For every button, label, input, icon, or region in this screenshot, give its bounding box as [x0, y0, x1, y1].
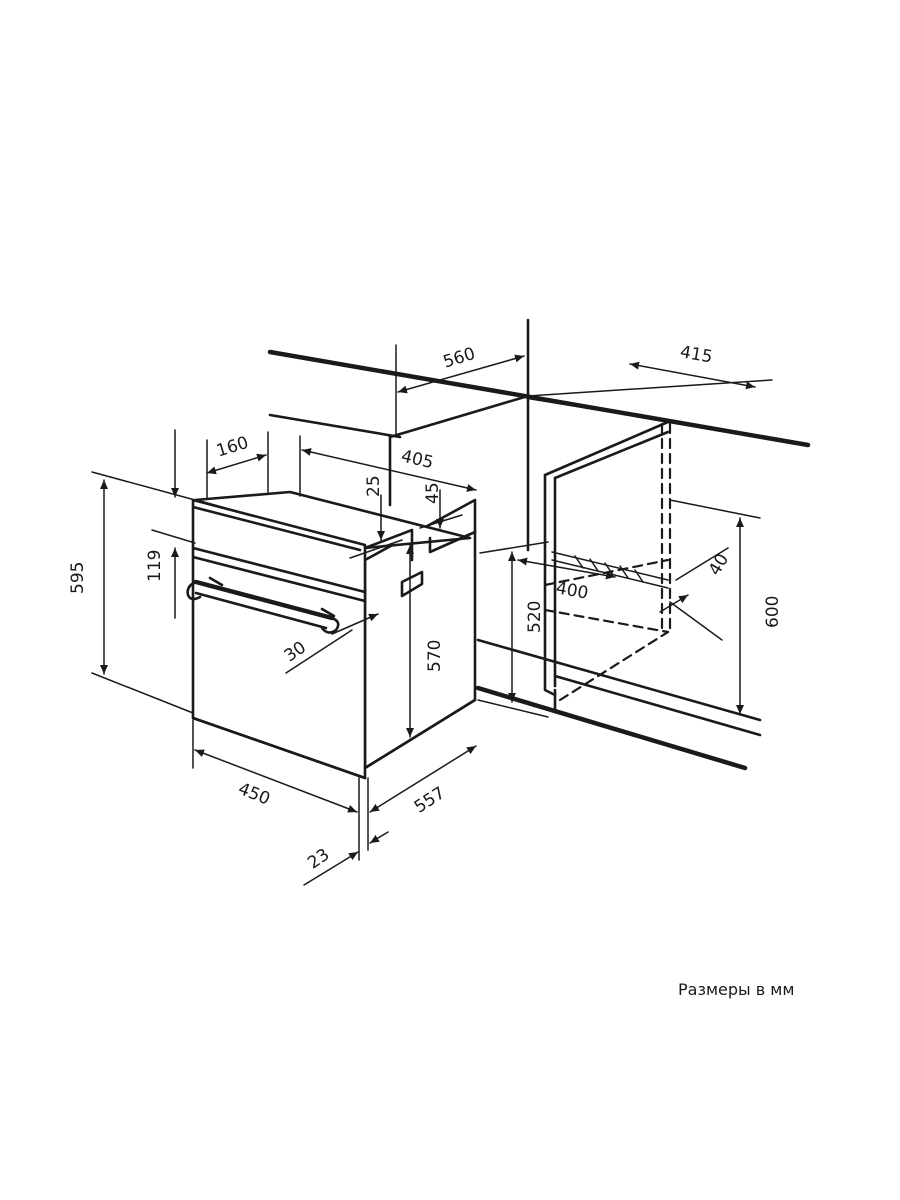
- ext-600-top: [669, 499, 761, 519]
- oven: [186, 490, 477, 780]
- dim-557-line: [369, 745, 477, 813]
- ext-520-bottom: [477, 699, 549, 718]
- label-415: 415: [679, 342, 714, 367]
- ext-595-top: [91, 471, 196, 501]
- dim-23-arrow-left: [303, 851, 359, 886]
- label-570: 570: [425, 640, 445, 672]
- label-405: 405: [399, 446, 435, 473]
- ext-520-top: [479, 541, 549, 554]
- handle-right-mount: [320, 607, 336, 618]
- dimension-lines: [91, 344, 773, 886]
- oven-front-top-inner: [191, 505, 362, 552]
- floor-line: [475, 685, 748, 771]
- dimension-labels: 560 415 160 405 25 45 595 119 30 570 520…: [68, 342, 783, 873]
- vent-hatch-5: [634, 569, 644, 583]
- label-160: 160: [214, 433, 251, 462]
- dim-30-leader: [285, 629, 353, 674]
- label-40: 40: [705, 550, 733, 579]
- handle-left-end: [186, 580, 202, 601]
- niche-right-top: [543, 420, 670, 477]
- dim-30-arrow: [331, 613, 379, 635]
- handle-right-end: [320, 616, 340, 634]
- ext-415-right: [527, 379, 773, 397]
- label-119: 119: [145, 550, 165, 582]
- dim-405-line: [301, 448, 477, 492]
- ext-40: [669, 601, 723, 641]
- dim-415-line: [629, 361, 756, 390]
- hidden-floor-diagonal: [558, 630, 670, 702]
- ext-45: [419, 514, 463, 529]
- worktop-right-edge: [526, 396, 670, 423]
- ext-119-top: [151, 529, 196, 544]
- dim-450-line: [194, 749, 358, 813]
- control-panel-line-2: [191, 555, 367, 603]
- ext-595-bottom: [91, 672, 194, 714]
- niche-right-panel-front: [543, 473, 557, 697]
- dim-23-arrow-right: [369, 831, 389, 844]
- dim-40-arrow: [659, 594, 689, 613]
- oven-rear-step-2: [428, 530, 477, 554]
- handle-bar-lower: [194, 591, 328, 630]
- handle-bar: [193, 579, 335, 621]
- dim-560-line: [397, 354, 525, 394]
- dim-160-line: [206, 453, 267, 475]
- label-560: 560: [441, 344, 478, 373]
- label-450: 450: [235, 779, 273, 810]
- label-595: 595: [68, 562, 88, 594]
- vent-hatch-4: [619, 565, 629, 579]
- label-600: 600: [763, 596, 783, 628]
- label-45: 45: [423, 482, 443, 504]
- niche-back-top-left: [388, 394, 530, 439]
- dim-400-line: [517, 557, 616, 580]
- dim-40-leader: [675, 547, 729, 581]
- label-520: 520: [525, 601, 545, 633]
- label-557: 557: [411, 783, 449, 817]
- units-caption: Размеры в мм: [678, 980, 795, 999]
- worktop-left-edge: [268, 413, 402, 439]
- label-25: 25: [364, 475, 384, 497]
- base-line-2: [553, 674, 762, 737]
- door-handle: [186, 576, 340, 634]
- handle-left-mount: [208, 576, 224, 587]
- ext-25: [349, 539, 403, 559]
- hidden-floor-left: [543, 608, 670, 634]
- label-400: 400: [554, 578, 589, 603]
- base-line-1: [476, 638, 762, 722]
- niche-right-top-inner: [553, 430, 670, 480]
- control-panel-line: [191, 546, 367, 594]
